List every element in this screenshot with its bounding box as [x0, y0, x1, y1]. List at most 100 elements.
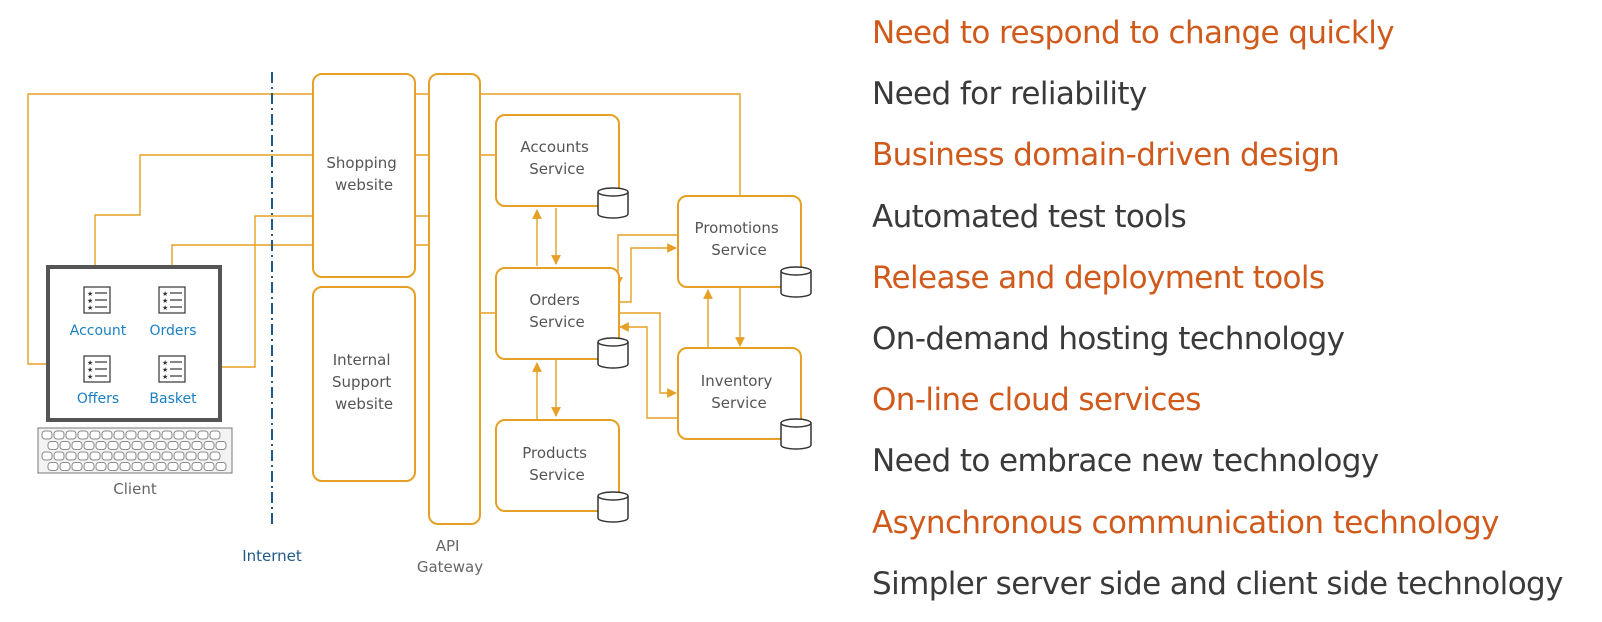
orders-service-box	[495, 267, 620, 360]
keyboard-key	[185, 430, 197, 440]
accounts-service-box	[495, 114, 620, 207]
keyboard-key	[77, 430, 89, 440]
keyboard-key	[209, 451, 221, 461]
keyboard-key	[125, 430, 137, 440]
keyboard-key	[131, 462, 143, 471]
keyboard-key	[149, 451, 161, 461]
keyboard-key	[53, 430, 65, 440]
keyboard-key	[95, 462, 107, 471]
inventory-service-box	[677, 347, 802, 440]
svg-text:★: ★	[87, 290, 93, 298]
svg-text:★: ★	[87, 359, 93, 367]
client-panel-orders-label: Orders	[149, 323, 196, 339]
accounts-database-icon	[597, 187, 629, 219]
svg-text:★: ★	[87, 366, 93, 374]
keyboard-key	[113, 451, 125, 461]
api-gateway-label: API Gateway	[417, 537, 483, 576]
keyboard-key	[197, 451, 209, 461]
keyboard-key	[167, 462, 179, 471]
keyboard-key	[161, 451, 173, 461]
keyboard-key	[83, 462, 95, 471]
inventory-service-label: Inventory Service	[701, 372, 777, 412]
svg-text:★: ★	[162, 366, 168, 374]
orders-service-label: Orders Service	[529, 291, 584, 331]
reason-item: Automated test tools	[872, 198, 1187, 235]
keyboard-key	[53, 451, 65, 461]
api-gateway-box	[428, 73, 481, 525]
shopping-website-label: Shopping website	[326, 154, 401, 194]
reason-item: Need for reliability	[872, 76, 1147, 113]
keyboard-key	[155, 462, 167, 471]
internet-label: Internet	[242, 547, 302, 565]
svg-text:★: ★	[87, 304, 93, 312]
reason-item: Business domain-driven design	[872, 137, 1340, 174]
accounts-service-label: Accounts Service	[520, 138, 593, 178]
connection-orders-to-inventory	[619, 312, 677, 398]
promotions-database-icon	[780, 266, 812, 298]
keyboard-key	[119, 441, 131, 450]
promotions-service-box	[677, 195, 802, 288]
keyboard-key	[137, 451, 149, 461]
svg-text:★: ★	[162, 304, 168, 312]
keyboard-key	[143, 441, 155, 450]
keyboard-key	[107, 462, 119, 471]
client-panel-offers-label: Offers	[77, 391, 119, 407]
keyboard-key	[203, 462, 215, 471]
keyboard-key	[173, 430, 185, 440]
svg-text:★: ★	[162, 373, 168, 381]
keyboard-key	[167, 441, 179, 450]
account-panel-icon: ★ ★ ★	[83, 286, 111, 314]
keyboard-key	[143, 462, 155, 471]
reason-item: Simpler server side and client side tech…	[872, 565, 1563, 602]
internal-support-website-box	[312, 286, 416, 482]
connection-accounts-to-account	[95, 154, 496, 285]
shopping-website-box	[312, 73, 416, 278]
products-service-label: Products Service	[522, 444, 592, 484]
orders-database-icon	[597, 337, 629, 369]
products-service-box	[495, 419, 620, 512]
reason-item: On-line cloud services	[872, 382, 1201, 419]
connection-orders-to-promotions	[619, 243, 677, 303]
svg-text:★: ★	[162, 290, 168, 298]
keyboard-key	[173, 451, 185, 461]
keyboard-key	[215, 462, 227, 471]
keyboard-key	[59, 441, 71, 450]
keyboard-key	[89, 430, 101, 440]
keyboard-key	[89, 451, 101, 461]
keyboard-key	[101, 430, 113, 440]
keyboard-key	[149, 430, 161, 440]
reason-item: Asynchronous communication technology	[872, 504, 1499, 541]
keyboard-key	[41, 451, 53, 461]
architecture-diagram: Internet Shopping website Internal Suppo…	[27, 72, 812, 576]
connection-inventory-to-orders	[619, 322, 678, 419]
client-label: Client	[113, 480, 157, 498]
svg-text:★: ★	[162, 359, 168, 367]
keyboard-key	[47, 441, 59, 450]
products-database-icon	[597, 491, 629, 523]
reason-item: Release and deployment tools	[872, 259, 1325, 296]
keyboard-key	[41, 430, 53, 440]
keyboard-key	[197, 430, 209, 440]
keyboard-key	[125, 451, 137, 461]
keyboard-key	[113, 430, 125, 440]
inventory-database-icon	[780, 418, 812, 450]
keyboard-key	[155, 441, 167, 450]
keyboard-key	[107, 441, 119, 450]
keyboard-key	[203, 441, 215, 450]
keyboard-key	[47, 462, 59, 471]
svg-text:★: ★	[87, 373, 93, 381]
laptop-screen	[46, 265, 222, 422]
keyboard-key	[95, 441, 107, 450]
keyboard-key	[191, 462, 203, 471]
keyboard-key	[77, 451, 89, 461]
svg-text:★: ★	[162, 297, 168, 305]
keyboard-key	[101, 451, 113, 461]
keyboard-key	[119, 462, 131, 471]
reason-item: On-demand hosting technology	[872, 320, 1345, 357]
keyboard-key	[209, 430, 221, 440]
client-panel-basket-label: Basket	[149, 391, 197, 407]
keyboard-key	[65, 430, 77, 440]
keyboard-key	[137, 430, 149, 440]
promotions-service-label: Promotions Service	[695, 219, 784, 259]
